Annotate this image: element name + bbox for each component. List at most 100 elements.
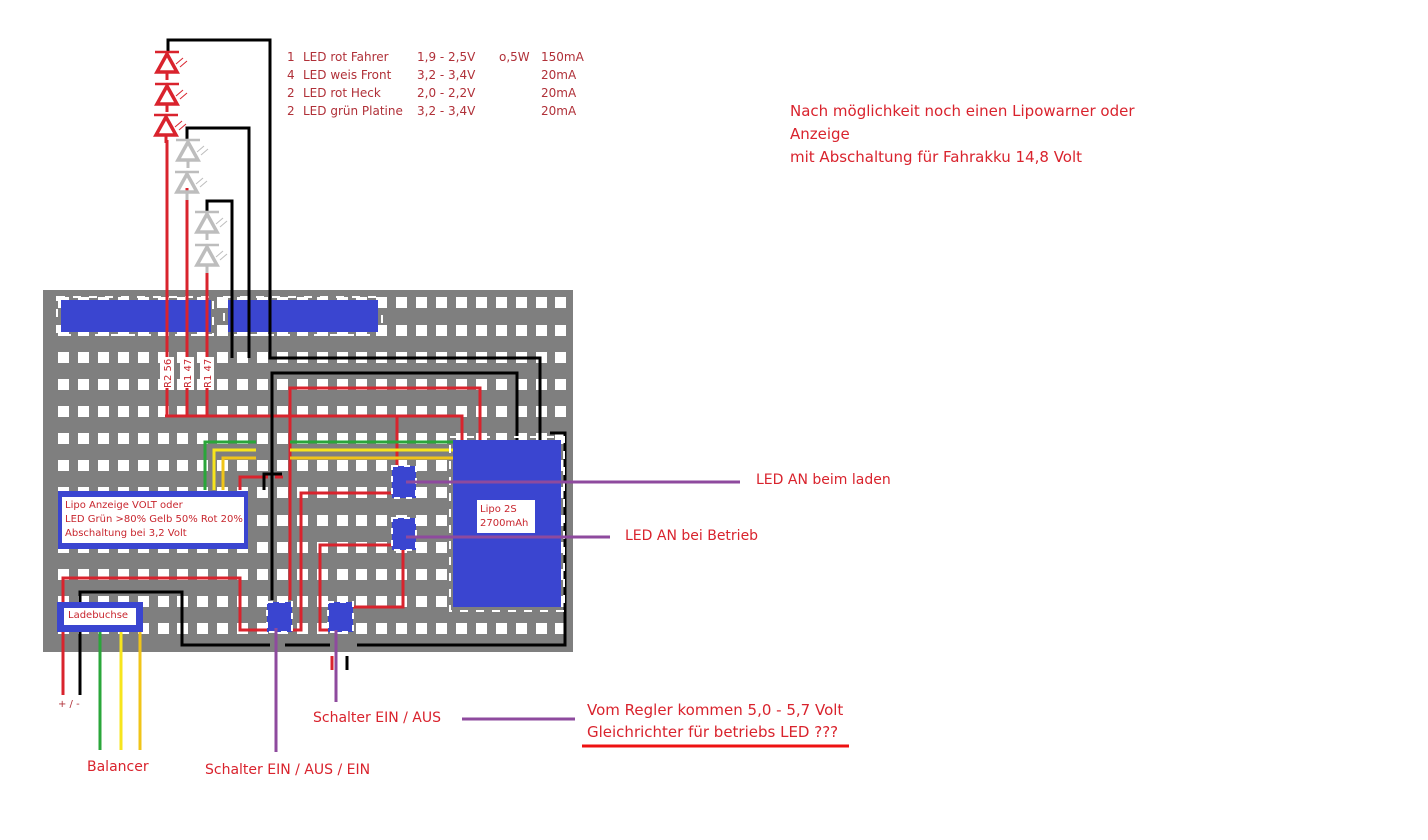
spec-voltage: 1,9 - 2,5V bbox=[417, 50, 476, 64]
board-hole bbox=[317, 569, 328, 580]
board-hole bbox=[257, 487, 268, 498]
board-hole bbox=[476, 297, 487, 308]
board-hole bbox=[496, 433, 507, 444]
callout-led-operation: LED AN bei Betrieb bbox=[625, 528, 759, 544]
board-hole bbox=[456, 379, 467, 390]
board-hole bbox=[536, 623, 547, 634]
board-hole bbox=[436, 487, 447, 498]
board-hole bbox=[237, 433, 248, 444]
resistor: R2 56 bbox=[160, 357, 174, 390]
board-hole bbox=[138, 433, 149, 444]
board-hole bbox=[197, 569, 208, 580]
board-hole bbox=[98, 433, 109, 444]
board-hole bbox=[416, 542, 427, 553]
board-hole bbox=[78, 569, 89, 580]
board-hole bbox=[237, 569, 248, 580]
charge-socket-label-bg bbox=[64, 608, 136, 625]
spec-power: o,5W bbox=[499, 50, 530, 64]
board-hole bbox=[436, 596, 447, 607]
board-hole bbox=[356, 515, 367, 526]
board-hole bbox=[496, 325, 507, 336]
board-hole bbox=[396, 623, 407, 634]
board-hole bbox=[317, 406, 328, 417]
spec-voltage: 3,2 - 3,4V bbox=[417, 68, 476, 82]
spec-power bbox=[499, 84, 541, 102]
board-hole bbox=[536, 325, 547, 336]
board-hole bbox=[197, 406, 208, 417]
board-hole bbox=[217, 379, 228, 390]
spec-name: LED rot Fahrer bbox=[303, 50, 389, 64]
board-hole bbox=[317, 433, 328, 444]
board-hole bbox=[177, 460, 188, 471]
board-hole bbox=[436, 379, 447, 390]
board-hole bbox=[197, 596, 208, 607]
board-hole bbox=[58, 406, 69, 417]
spec-qty: 1 bbox=[287, 50, 295, 64]
board-hole bbox=[396, 325, 407, 336]
board-hole bbox=[416, 596, 427, 607]
board-hole bbox=[138, 460, 149, 471]
board-hole bbox=[78, 596, 89, 607]
board-hole bbox=[356, 433, 367, 444]
board-hole bbox=[317, 379, 328, 390]
resistor-body bbox=[180, 357, 194, 390]
board-hole bbox=[217, 325, 228, 336]
board-hole bbox=[516, 406, 527, 417]
board-hole bbox=[257, 542, 268, 553]
board-hole bbox=[158, 596, 169, 607]
board-hole bbox=[555, 379, 566, 390]
board-hole bbox=[158, 460, 169, 471]
spec-voltage: 3,2 - 3,4V bbox=[417, 104, 476, 118]
board-hole bbox=[257, 460, 268, 471]
board-hole bbox=[456, 325, 467, 336]
board-hole bbox=[476, 379, 487, 390]
spec-voltage: 2,0 - 2,2V bbox=[417, 86, 476, 100]
board-hole bbox=[58, 433, 69, 444]
board-hole bbox=[376, 379, 387, 390]
board-hole bbox=[337, 379, 348, 390]
board-hole bbox=[78, 406, 89, 417]
callout-plus-minus: + / - bbox=[58, 699, 80, 710]
board-hole bbox=[416, 433, 427, 444]
callout-regulator-line1: Vom Regler kommen 5,0 - 5,7 Volt bbox=[587, 701, 844, 719]
board-hole bbox=[456, 623, 467, 634]
switch-on-off bbox=[327, 601, 354, 633]
board-hole bbox=[436, 515, 447, 526]
board-hole bbox=[496, 297, 507, 308]
board-hole bbox=[436, 297, 447, 308]
spec-name: LED weis Front bbox=[303, 68, 392, 82]
board-hole bbox=[138, 379, 149, 390]
board-hole bbox=[237, 406, 248, 417]
resistor: R1 47 bbox=[180, 357, 194, 390]
connector-block-left-outline bbox=[56, 296, 214, 336]
board-hole bbox=[257, 379, 268, 390]
board-hole bbox=[138, 596, 149, 607]
board-hole bbox=[516, 623, 527, 634]
charge-socket-label: Ladebuchse bbox=[68, 610, 129, 621]
note-line: Anzeige bbox=[790, 125, 850, 143]
board-hole bbox=[138, 352, 149, 363]
battery-label-bg bbox=[477, 500, 535, 533]
board-hole bbox=[257, 352, 268, 363]
board-hole bbox=[217, 433, 228, 444]
board-hole bbox=[118, 352, 129, 363]
callout-balancer: Balancer bbox=[87, 759, 149, 775]
board-hole bbox=[356, 379, 367, 390]
board-hole bbox=[277, 487, 288, 498]
board-hole bbox=[197, 460, 208, 471]
note-text: Nach möglichkeit noch einen Lipowarner o… bbox=[790, 100, 1135, 169]
board-hole bbox=[356, 623, 367, 634]
lipo-display-line: Lipo Anzeige VOLT oder bbox=[65, 500, 183, 511]
board-hole bbox=[297, 379, 308, 390]
led-leads bbox=[165, 38, 542, 440]
spec-row: 2 LED grün Platine 3,2 - 3,4V 20mA bbox=[287, 102, 576, 120]
spec-power bbox=[499, 66, 541, 84]
board-hole bbox=[436, 569, 447, 580]
board-hole bbox=[337, 569, 348, 580]
spec-row: 1 LED rot Fahrer 1,9 - 2,5V o,5W 150mA bbox=[287, 48, 584, 66]
board-hole bbox=[356, 596, 367, 607]
callout-switch-on-off-on: Schalter EIN / AUS / EIN bbox=[205, 762, 371, 778]
board-hole bbox=[257, 596, 268, 607]
board-hole bbox=[356, 569, 367, 580]
